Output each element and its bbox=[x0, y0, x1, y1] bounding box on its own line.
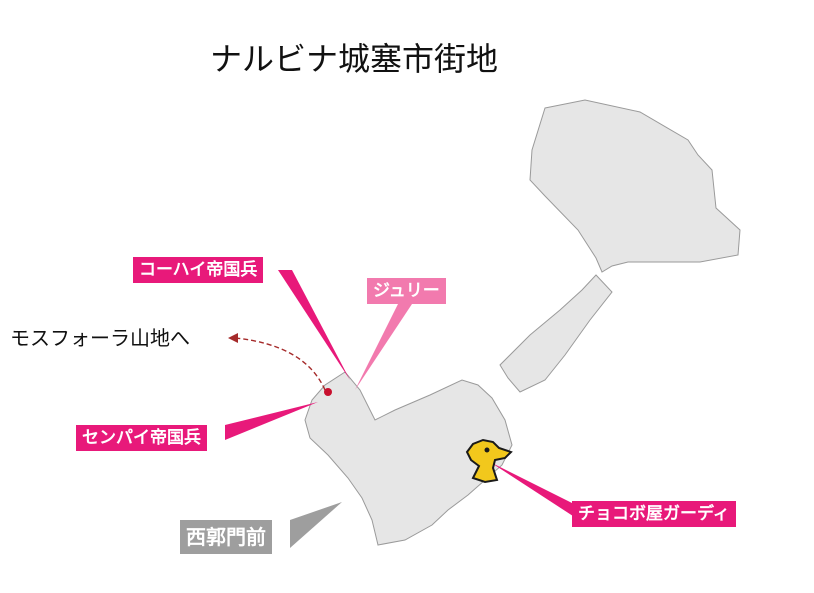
route-arrow-head bbox=[228, 333, 238, 343]
main-district bbox=[304, 371, 513, 546]
label-kohai-soldier[interactable]: コーハイ帝国兵 bbox=[133, 257, 264, 283]
label-mosphora-route[interactable]: モスフォーラ山地へ bbox=[10, 326, 190, 350]
chocobo-head-icon[interactable] bbox=[465, 438, 513, 484]
label-west-gate[interactable]: 西郭門前 bbox=[180, 520, 272, 554]
label-julie[interactable]: ジュリー bbox=[367, 278, 446, 304]
label-senpai-soldier[interactable]: センパイ帝国兵 bbox=[76, 425, 207, 451]
senpai-leader bbox=[225, 402, 318, 440]
julie-leader bbox=[355, 304, 412, 390]
middle-strip bbox=[499, 274, 613, 393]
kohai-leader bbox=[278, 270, 350, 380]
chocobo-leader bbox=[490, 462, 576, 518]
west-gate-leader bbox=[290, 502, 342, 548]
label-chocobo-gardy[interactable]: チョコボ屋ガーディ bbox=[572, 501, 736, 527]
northeast-district bbox=[529, 99, 741, 273]
npc-marker[interactable] bbox=[324, 388, 332, 396]
map-title: ナルビナ城塞市街地 bbox=[210, 40, 499, 78]
route-arrow-path bbox=[234, 337, 326, 391]
